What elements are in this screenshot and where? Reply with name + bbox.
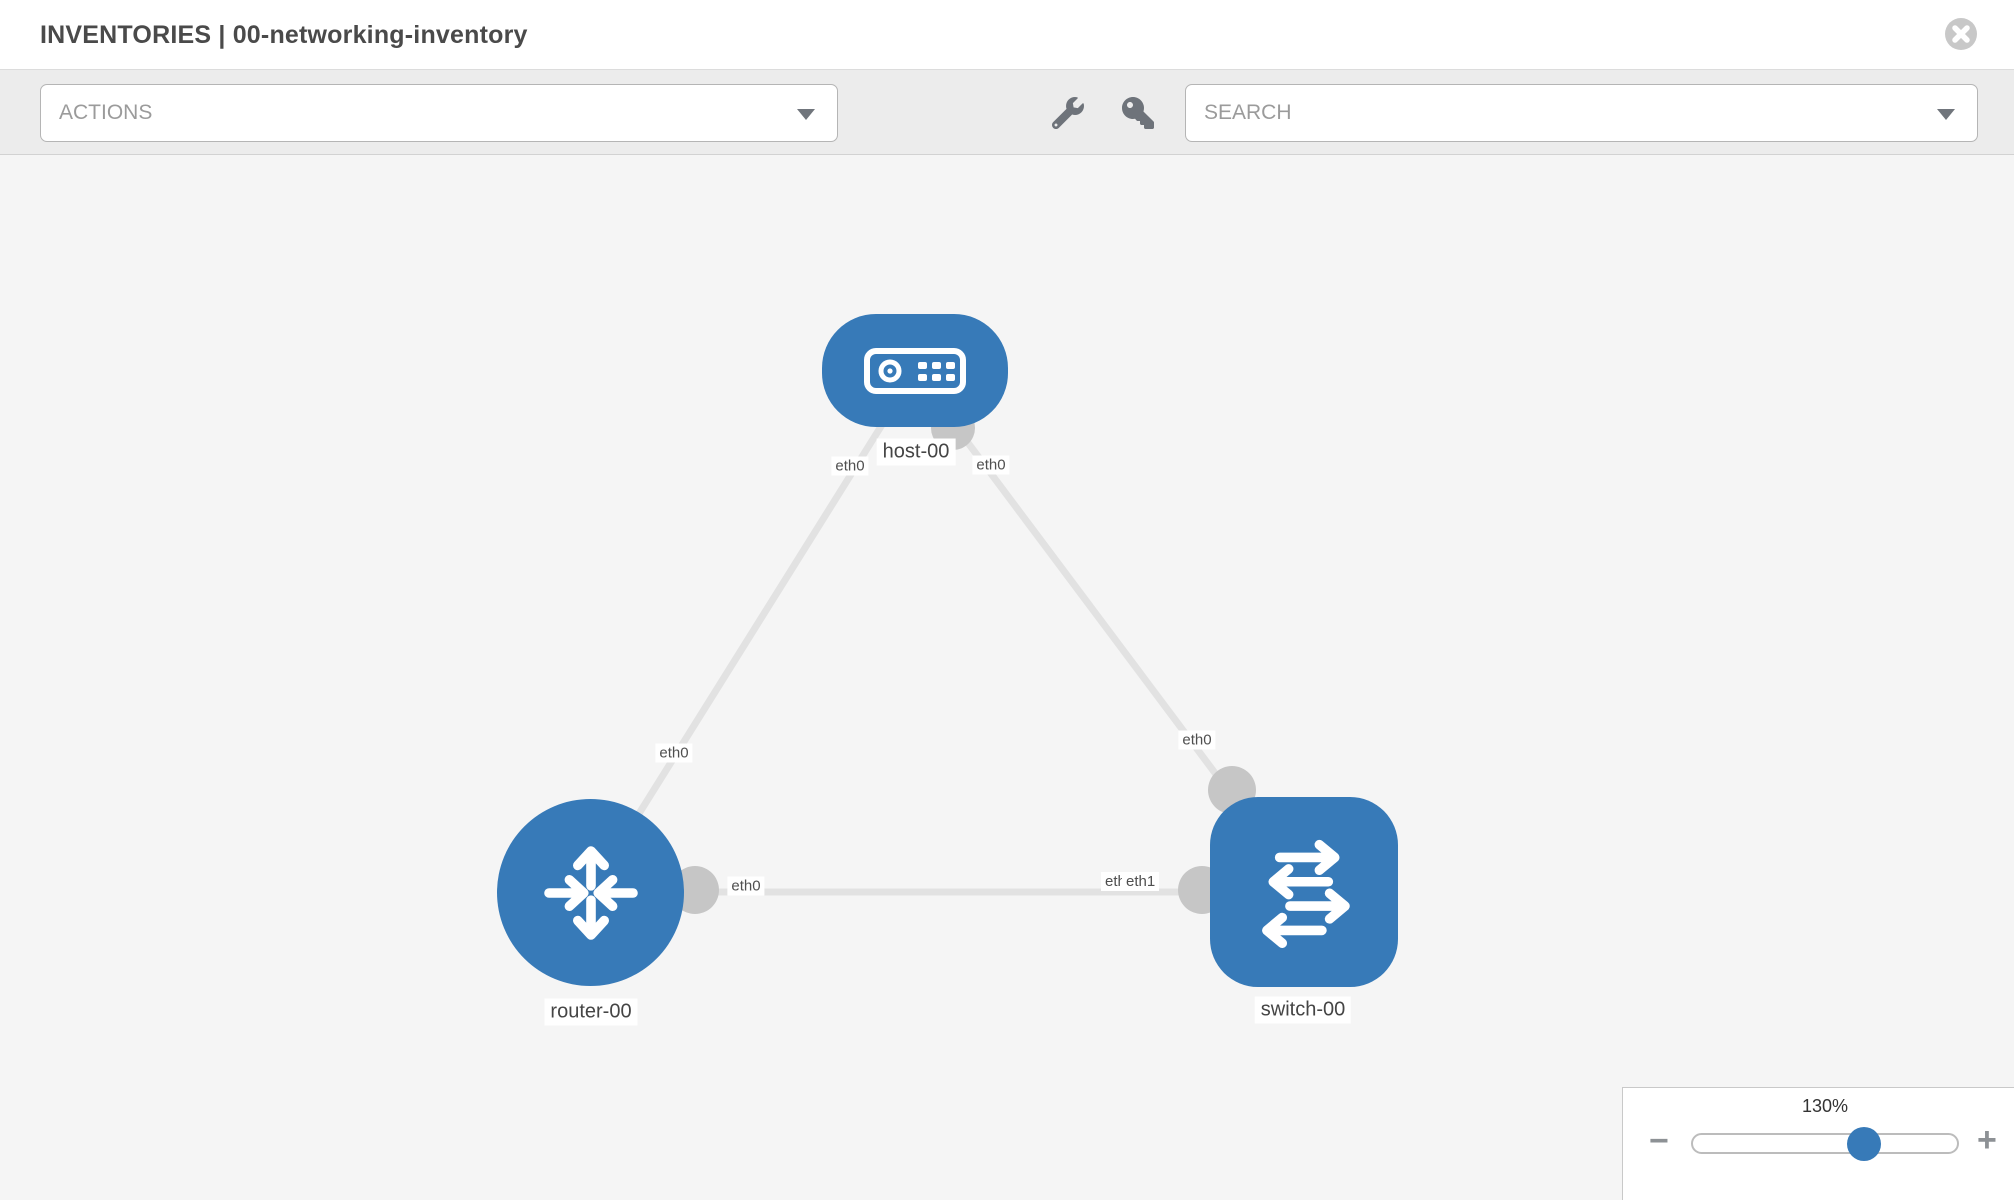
interface-label-router-to-host: eth0 (655, 743, 693, 763)
router-icon (543, 845, 638, 940)
zoom-slider-handle[interactable] (1847, 1127, 1881, 1161)
interface-label-router-to-switch: eth0 (727, 876, 765, 896)
interface-connectors (671, 406, 1256, 914)
actions-dropdown-label: ACTIONS (59, 101, 153, 124)
interface-label-switch-to-host: eth0 (1178, 730, 1216, 750)
host-icon (864, 347, 966, 394)
key-icon[interactable] (1122, 97, 1154, 129)
search-placeholder: SEARCH (1204, 101, 1292, 124)
zoom-panel: 130% − + (1622, 1087, 2014, 1200)
node-label-switch: switch-00 (1254, 996, 1352, 1024)
interface-label-switch-to-router: eth1 (1122, 872, 1160, 891)
zoom-level: 130% (1801, 1096, 1849, 1116)
node-router-00[interactable] (497, 799, 684, 986)
node-host-00[interactable] (822, 314, 1008, 427)
interface-label-host-to-switch: eth0 (972, 455, 1010, 475)
node-switch-00[interactable] (1210, 797, 1398, 987)
actions-dropdown[interactable]: ACTIONS (40, 84, 838, 142)
chevron-down-icon (797, 109, 815, 120)
links-layer (587, 369, 1307, 914)
zoom-out-button[interactable]: − (1649, 1122, 1669, 1160)
topology-canvas[interactable]: host-00 router-00 switch-00 eth0 eth0 et… (0, 155, 2014, 1200)
zoom-in-button[interactable]: + (1977, 1121, 1997, 1159)
page-title: INVENTORIES | 00-networking-inventory (40, 21, 528, 49)
wrench-icon[interactable] (1051, 97, 1084, 130)
zoom-slider[interactable] (1691, 1133, 1959, 1154)
close-icon[interactable] (1944, 17, 1978, 51)
chevron-down-icon (1937, 109, 1955, 120)
modal-header: INVENTORIES | 00-networking-inventory (0, 0, 2014, 70)
node-label-router: router-00 (544, 998, 638, 1026)
interface-label-host-to-router: eth0 (831, 456, 869, 476)
search-dropdown[interactable]: SEARCH (1185, 84, 1978, 142)
node-label-host: host-00 (876, 438, 956, 466)
switch-icon (1262, 839, 1350, 948)
toolbar: ACTIONS SEARCH (0, 70, 2014, 155)
